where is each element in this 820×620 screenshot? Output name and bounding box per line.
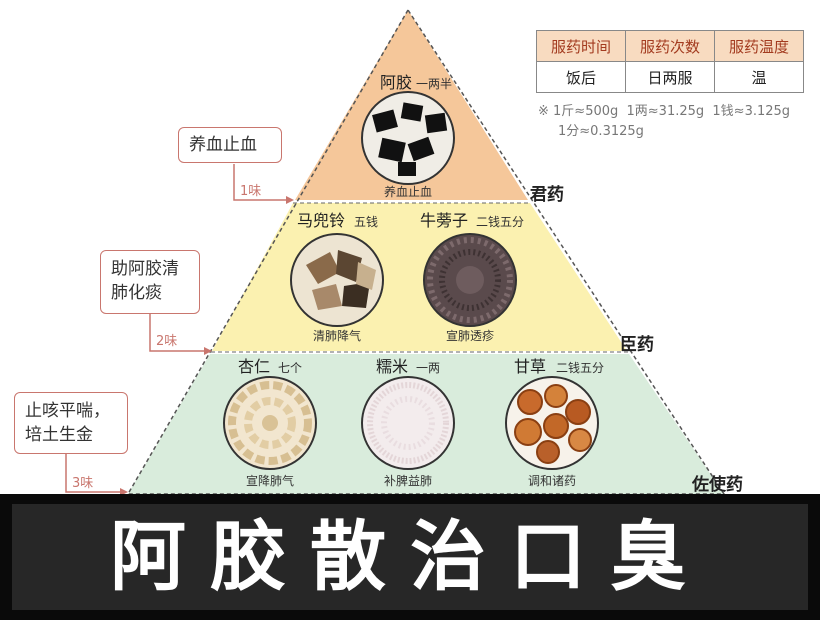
function-box-tier2: 助阿胶清 肺化痰 [100, 250, 200, 314]
herb-name-xingren: 杏仁 [238, 357, 270, 376]
usage-table: 服药时间 服药次数 服药温度 饭后 日两服 温 [536, 30, 804, 93]
dose-count-tier3: 3味 [72, 472, 93, 491]
main-title: 阿胶散治口臭 [12, 504, 808, 610]
function-text-line2: 肺化痰 [111, 281, 189, 305]
function-box-tier3: 止咳平喘， 培土生金 [14, 392, 128, 454]
usage-header-temperature: 服药温度 [715, 31, 804, 62]
herb-effect-ejiao: 养血止血 [384, 184, 432, 199]
function-text-line2: 培土生金 [25, 423, 117, 447]
usage-header-time: 服药时间 [537, 31, 626, 62]
usage-header-frequency: 服药次数 [626, 31, 715, 62]
herb-name-ejiao: 阿胶 [380, 73, 412, 92]
dose-count-tier2: 2味 [156, 330, 177, 349]
function-text-line1: 助阿胶清 [111, 257, 189, 281]
herb-amount-nuomi: 一两 [416, 361, 440, 375]
herb-name-madouling: 马兜铃 [297, 211, 345, 230]
herb-effect-madouling: 清肺降气 [313, 328, 361, 343]
function-text: 养血止血 [189, 135, 257, 155]
rank-label-chen: 臣药 [620, 330, 654, 355]
herb-effect-xingren: 宣降肺气 [246, 473, 294, 488]
xingren-photo [224, 377, 316, 469]
herb-amount-ejiao: 一两半 [416, 77, 452, 91]
usage-value-frequency: 日两服 [626, 62, 715, 93]
gancao-photo [506, 377, 598, 469]
usage-value-time: 饭后 [537, 62, 626, 93]
herb-amount-madouling: 五钱 [354, 214, 378, 229]
herb-name-niubangzi: 牛蒡子 [420, 211, 468, 230]
herb-name-gancao: 甘草 [514, 357, 546, 376]
herb-effect-niubangzi: 宣肺透疹 [446, 328, 494, 343]
title-banner: 阿胶散治口臭 [0, 494, 820, 620]
herb-effect-gancao: 调和诸药 [528, 474, 576, 488]
units-note-line2: 1分≈0.3125g [558, 120, 644, 139]
madouling-photo [291, 234, 383, 326]
niubangzi-photo [424, 234, 516, 326]
units-note-line1: ※ 1斤≈500g 1两≈31.25g 1钱≈3.125g [538, 100, 790, 119]
herb-name-nuomi: 糯米 [376, 357, 408, 376]
usage-value-temperature: 温 [715, 62, 804, 93]
usage-table-value-row: 饭后 日两服 温 [537, 62, 804, 93]
herb-amount-niubangzi: 二钱五分 [476, 214, 524, 229]
dose-count-tier1: 1味 [240, 180, 261, 199]
rank-label-jun: 君药 [530, 180, 564, 205]
rank-label-zuoshi: 佐使药 [692, 470, 743, 495]
usage-table-header-row: 服药时间 服药次数 服药温度 [537, 31, 804, 62]
function-text-line1: 止咳平喘， [25, 399, 117, 423]
nuomi-photo [362, 377, 454, 469]
herb-amount-gancao: 二钱五分 [556, 360, 604, 375]
title-banner-inner: 阿胶散治口臭 [12, 504, 808, 610]
herb-effect-nuomi: 补脾益肺 [384, 473, 432, 488]
function-box-tier1: 养血止血 [178, 127, 282, 163]
ejiao-photo [362, 92, 454, 184]
herb-amount-xingren: 七个 [278, 361, 302, 375]
